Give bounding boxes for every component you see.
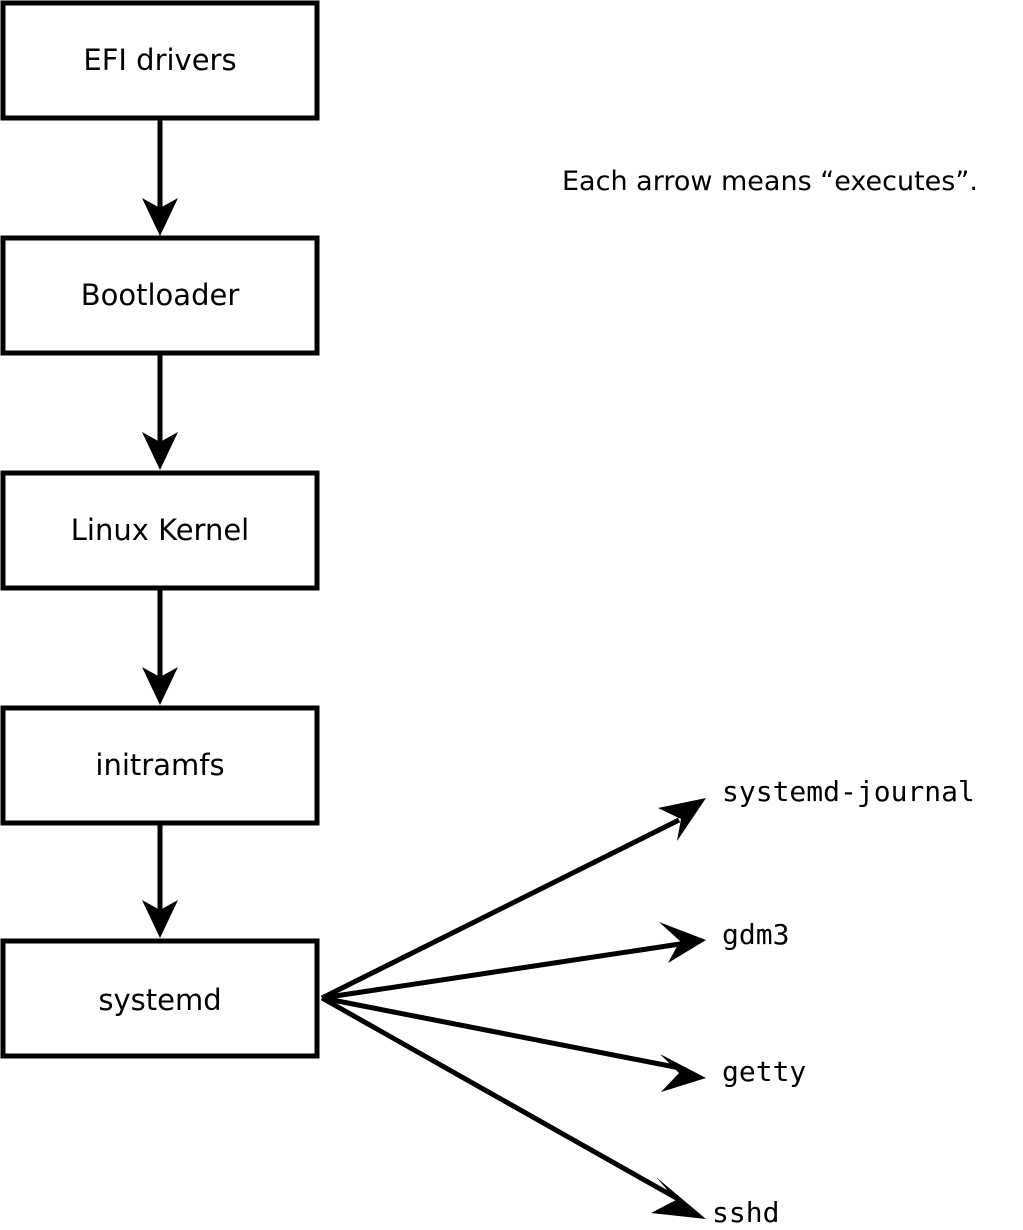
arrow-head-icon	[658, 798, 706, 841]
node-label: initramfs	[95, 748, 224, 782]
arrow-head-icon	[142, 432, 178, 470]
edge-line	[321, 995, 681, 1071]
edge-systemd-to-getty	[321, 995, 706, 1092]
service-label-sshd: sshd	[712, 1196, 779, 1229]
service-label-systemd-journal: systemd-journal	[722, 775, 975, 808]
edge-bootloader-to-linux-kernel	[142, 353, 178, 470]
chain-edges	[142, 118, 178, 938]
node-efi-drivers[interactable]: EFI drivers	[0, 0, 320, 121]
edge-initramfs-to-systemd	[142, 823, 178, 938]
arrow-head-icon	[651, 1177, 706, 1219]
edge-linux-kernel-to-initramfs	[142, 589, 178, 705]
node-label: Bootloader	[81, 278, 240, 312]
boot-chain-nodes: EFI drivers Bootloader Linux Kernel init…	[0, 0, 320, 1059]
arrow-head-icon	[142, 900, 178, 938]
node-label: EFI drivers	[83, 43, 236, 77]
edge-line	[321, 941, 681, 1001]
service-edges	[320, 798, 706, 1219]
arrow-head-icon	[660, 1054, 706, 1092]
node-box[interactable]	[0, 938, 320, 1059]
node-box[interactable]	[0, 235, 320, 356]
node-initramfs[interactable]: initramfs	[0, 705, 320, 826]
service-label-getty: getty	[722, 1055, 806, 1088]
legend-note: Each arrow means “executes”.	[562, 166, 978, 197]
arrow-head-icon	[142, 667, 178, 705]
node-label: Linux Kernel	[71, 513, 249, 547]
edge-systemd-to-systemd-journal	[320, 798, 706, 1001]
node-linux-kernel[interactable]: Linux Kernel	[0, 470, 320, 591]
edge-efi-drivers-to-bootloader	[142, 118, 178, 236]
edge-systemd-to-sshd	[320, 995, 706, 1219]
service-label-gdm3: gdm3	[722, 918, 789, 951]
node-box[interactable]	[0, 0, 320, 121]
edge-systemd-to-gdm3	[321, 922, 706, 1001]
node-box[interactable]	[0, 470, 320, 591]
edge-line	[320, 995, 680, 1202]
arrow-head-icon	[142, 198, 178, 236]
service-labels: systemd-journal gdm3 getty sshd	[712, 775, 975, 1229]
node-box[interactable]	[0, 705, 320, 826]
arrow-head-icon	[659, 922, 706, 963]
node-systemd[interactable]: systemd	[0, 938, 320, 1059]
node-bootloader[interactable]: Bootloader	[0, 235, 320, 356]
node-label: systemd	[98, 983, 221, 1017]
edge-line	[320, 817, 681, 1001]
